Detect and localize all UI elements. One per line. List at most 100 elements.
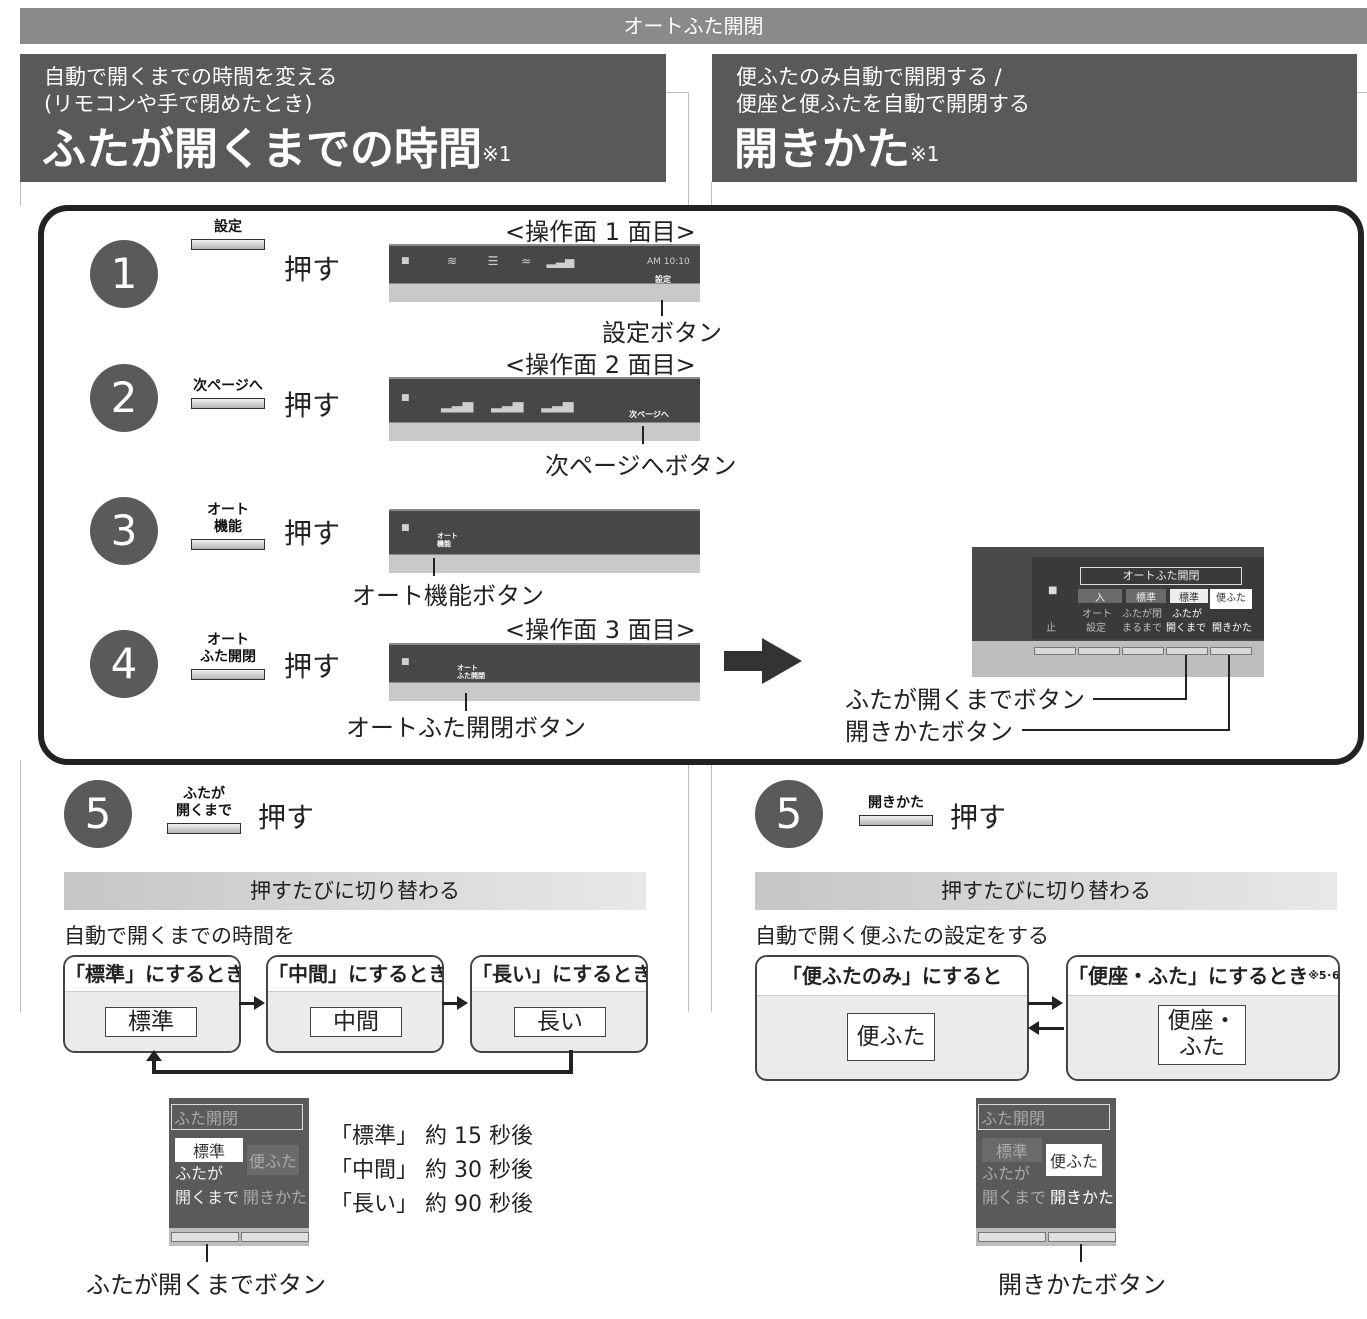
cycle-line bbox=[152, 1058, 156, 1072]
callout-line bbox=[206, 1244, 208, 1262]
panel-cell: ふたが bbox=[1172, 609, 1202, 620]
open-time-bottom-callout: ふたが開くまでボタン bbox=[86, 1271, 326, 1299]
auto-function-button-callout: オート機能ボタン bbox=[352, 582, 544, 610]
panel-button[interactable] bbox=[1210, 647, 1252, 655]
right-lead-text: 自動で開く便ふたの設定をする bbox=[755, 924, 1049, 948]
button-bar bbox=[191, 239, 265, 250]
mini-panel-left: ふた開閉 標準 便ふた ふたが 開くまで 開きかた bbox=[169, 1098, 309, 1246]
right-arrow-icon bbox=[724, 651, 764, 671]
right-arrow-head-icon bbox=[762, 638, 802, 684]
step-5-left-number: 5 bbox=[64, 780, 132, 848]
option-medium: 「中間」にするとき 中間 bbox=[266, 955, 444, 1053]
note-mark: ※1 bbox=[482, 142, 512, 166]
panel-button[interactable] bbox=[1122, 647, 1164, 655]
step-5-right-number: 5 bbox=[755, 780, 823, 848]
remote-panel-1: ■ ≋ ☰ ≈ ▂▃▅ AM 10:10 設定 bbox=[389, 244, 700, 302]
panel-auto-lid-line1: オート bbox=[457, 664, 478, 672]
mini-button[interactable] bbox=[171, 1232, 239, 1242]
panel-led: ■ bbox=[1048, 585, 1058, 596]
mini-panel-right: ふた開閉 標準 便ふた ふたが 開くまで 開きかた bbox=[976, 1098, 1116, 1246]
right-section-title: 開きかた※1 bbox=[734, 124, 940, 175]
mini-line3: 開きかた bbox=[243, 1188, 308, 1207]
mini-button[interactable] bbox=[1048, 1232, 1116, 1242]
step-1-number: 1 bbox=[90, 240, 158, 308]
option-value-line1: 便座・ bbox=[1167, 1008, 1237, 1034]
panel-cell: 開きかた bbox=[1212, 623, 1252, 634]
panel-time: AM 10:10 bbox=[647, 257, 690, 267]
arrow-icon bbox=[1038, 1027, 1064, 1030]
callout-line bbox=[1093, 698, 1187, 700]
mini-button[interactable] bbox=[241, 1232, 309, 1242]
right-section-header: 便ふたのみ自動で開閉する / 便座と便ふたを自動で開閉する 開きかた※1 bbox=[712, 54, 1357, 182]
panel-button[interactable] bbox=[1034, 647, 1076, 655]
cycle-line bbox=[569, 1050, 573, 1072]
panel-button[interactable] bbox=[1078, 647, 1120, 655]
open-time-label-2: 開くまで bbox=[176, 803, 232, 819]
option-value: 便ふた bbox=[847, 1013, 935, 1061]
arrow-head-icon bbox=[254, 996, 265, 1010]
panel-auto-line1: オート bbox=[437, 532, 458, 540]
arrow-head-left-icon bbox=[1028, 1021, 1039, 1035]
panel-icon: ▂▃▅ ▂▃▅ ▂▃▅ bbox=[441, 397, 574, 413]
auto-function-label-1: オート bbox=[207, 502, 249, 518]
arrow-icon bbox=[442, 1002, 460, 1005]
auto-lid-label-2: ふた開閉 bbox=[200, 649, 256, 665]
page-title: オートふた開閉 bbox=[623, 14, 764, 38]
time-standard: 「標準」 約 15 秒後 bbox=[330, 1124, 533, 1149]
step-4-number: 4 bbox=[90, 630, 158, 698]
time-long: 「長い」 約 90 秒後 bbox=[330, 1192, 533, 1217]
next-page-button-callout: 次ページへボタン bbox=[545, 452, 737, 480]
page-title-bar: オートふた開閉 bbox=[20, 8, 1367, 44]
callout-line bbox=[1080, 1244, 1082, 1262]
open-style-button-icon[interactable]: 開きかた bbox=[858, 795, 934, 826]
note-mark: ※1 bbox=[910, 142, 940, 166]
panel-title: オートふた開閉 bbox=[1080, 567, 1242, 585]
push-text: 押す bbox=[258, 801, 315, 834]
mini-header: ふた開閉 bbox=[171, 1104, 303, 1130]
panel-button[interactable] bbox=[1166, 647, 1208, 655]
open-time-button-icon[interactable]: ふたが 開くまで bbox=[166, 786, 242, 834]
panel-next-label: 次ページへ bbox=[629, 410, 669, 419]
open-style-button-callout: 開きかたボタン bbox=[845, 718, 1013, 746]
panel-led: ■ bbox=[401, 657, 410, 667]
left-subtitle-1: 自動で開くまでの時間を変える bbox=[44, 65, 338, 89]
button-bar bbox=[167, 823, 241, 834]
open-style-bottom-callout: 開きかたボタン bbox=[998, 1271, 1166, 1299]
panel-cell: 標準 bbox=[1126, 589, 1166, 604]
settings-button-icon[interactable]: 設定 bbox=[190, 219, 266, 250]
panel-settings-label: 設定 bbox=[655, 275, 671, 284]
push-text: 押す bbox=[950, 801, 1007, 834]
arrow-up-icon bbox=[146, 1050, 162, 1061]
panel-cell: 設定 bbox=[1086, 623, 1106, 634]
next-page-button-icon[interactable]: 次ページへ bbox=[190, 378, 266, 409]
open-time-label-1: ふたが bbox=[183, 786, 225, 802]
auto-lid-button-icon[interactable]: オート ふた開閉 bbox=[190, 632, 266, 680]
auto-lid-button-callout: オートふた開閉ボタン bbox=[346, 714, 586, 742]
settings-button-label: 設定 bbox=[214, 219, 242, 235]
arrow-head-icon bbox=[1052, 996, 1063, 1010]
time-medium: 「中間」 約 30 秒後 bbox=[330, 1158, 533, 1183]
callout-line bbox=[1228, 655, 1230, 731]
panel-icon: ≋ ☰ ≈ ▂▃▅ bbox=[447, 254, 575, 268]
mini-button[interactable] bbox=[978, 1232, 1046, 1242]
mini-line1: ふたが bbox=[982, 1164, 1031, 1183]
step-2-number: 2 bbox=[90, 364, 158, 432]
panel-cell: 止 bbox=[1046, 623, 1056, 634]
auto-function-button-icon[interactable]: オート 機能 bbox=[190, 502, 266, 550]
panel-led: ■ bbox=[401, 256, 410, 266]
mini-other: 便ふた bbox=[247, 1145, 300, 1175]
note-mark: ※5･6 bbox=[1308, 969, 1340, 982]
option-standard: 「標準」にするとき 標準 bbox=[63, 955, 241, 1053]
left-section-header: 自動で開くまでの時間を変える (リモコンや手で閉めたとき) ふたが開くまでの時間… bbox=[20, 54, 666, 182]
auto-lid-settings-panel: オートふた開閉 ■ 入 標準 標準 便ふた オート ふたが閉 ふたが 止 設定 … bbox=[972, 547, 1264, 677]
push-text: 押す bbox=[284, 517, 341, 550]
callout-line bbox=[433, 558, 435, 576]
option-seat-and-lid: 「便座・ふた」にするとき※5･6 便座・ ふた bbox=[1066, 955, 1340, 1081]
panel-auto-lid-line2: ふた開閉 bbox=[457, 672, 485, 680]
mini-strip bbox=[976, 1228, 1116, 1246]
screen-label-2: <操作面 2 面目> bbox=[505, 351, 696, 379]
button-bar bbox=[859, 815, 933, 826]
settings-button-callout: 設定ボタン bbox=[602, 319, 722, 347]
option-value: 中間 bbox=[310, 1007, 402, 1037]
remote-panel-2: ■ ▂▃▅ ▂▃▅ ▂▃▅ 次ページへ bbox=[389, 377, 700, 441]
